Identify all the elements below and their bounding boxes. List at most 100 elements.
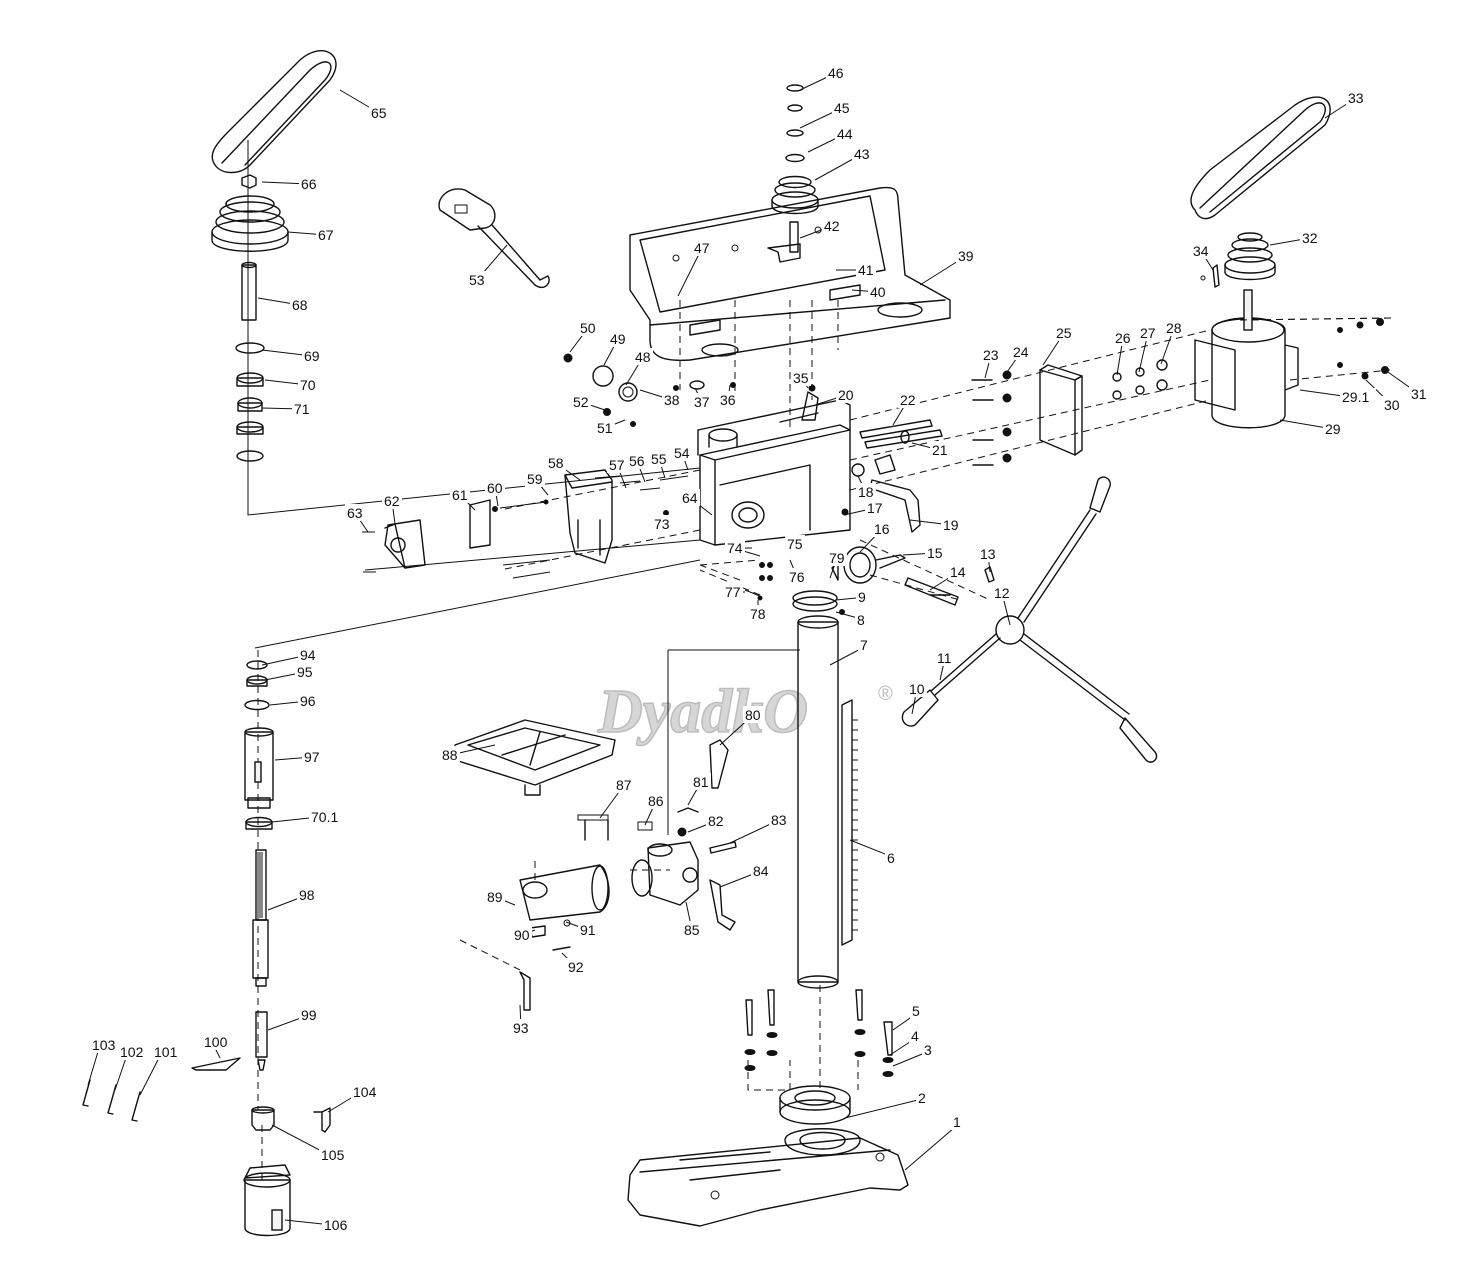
- label-bg-part-54: [672, 444, 692, 461]
- part-number-label-93: 93: [513, 1020, 529, 1036]
- label-bg-part-103: [90, 1036, 118, 1053]
- label-bg-part-57: [607, 456, 627, 473]
- label-bg-part-80: [743, 706, 763, 723]
- part-number-label-81: 81: [693, 774, 709, 790]
- label-bg-part-22: [898, 391, 918, 408]
- chuck-part-105: [251, 1106, 275, 1131]
- label-bg-part-42: [822, 217, 842, 234]
- part-number-label-12: 12: [994, 585, 1010, 601]
- part-number-label-82: 82: [708, 813, 724, 829]
- part-number-label-7: 7: [860, 637, 868, 653]
- label-bg-part-100: [202, 1033, 230, 1050]
- part-number-label-79: 79: [829, 550, 845, 566]
- part-number-label-41: 41: [858, 262, 874, 278]
- label-bg-part-55: [649, 450, 669, 467]
- label-bg-part-29: [1323, 420, 1343, 437]
- label-bg-part-27: [1138, 324, 1158, 341]
- part-number-label-43: 43: [854, 146, 870, 162]
- label-bg-part-59: [525, 470, 545, 487]
- quill-gear-parts-48-52: [563, 353, 638, 427]
- label-bg-part-2: [916, 1089, 928, 1106]
- label-bg-part-25: [1054, 324, 1074, 341]
- watermark-text: DyadkO: [597, 678, 808, 746]
- label-bg-part-68: [290, 296, 310, 313]
- label-bg-part-19: [941, 516, 961, 533]
- part-number-label-49: 49: [610, 331, 626, 347]
- part-number-label-44: 44: [837, 126, 853, 142]
- label-bg-part-23: [981, 346, 1001, 363]
- rack-ring-parts-8-9: [792, 590, 845, 615]
- part-number-label-32: 32: [1302, 230, 1318, 246]
- part-number-label-10: 10: [909, 681, 925, 697]
- label-bg-part-5: [910, 1002, 922, 1019]
- label-bg-part-4: [909, 1027, 921, 1044]
- label-bg-part-74: [725, 539, 745, 556]
- label-bg-part-58: [546, 454, 566, 471]
- label-bg-part-8: [855, 611, 867, 628]
- label-bg-part-96: [298, 692, 318, 709]
- label-bg-part-75: [785, 535, 805, 552]
- label-bg-part-97: [302, 748, 322, 765]
- part-number-label-80: 80: [745, 707, 761, 723]
- part-number-label-3: 3: [924, 1042, 932, 1058]
- label-bg-part-90: [512, 926, 532, 943]
- label-bg-part-51: [595, 419, 615, 436]
- label-bg-part-38: [662, 391, 682, 408]
- part-number-label-16: 16: [874, 521, 890, 537]
- assembly-lines: [247, 140, 1391, 1180]
- washer-parts-36-38: [673, 380, 816, 392]
- part-number-label-92: 92: [568, 959, 584, 975]
- part-number-label-76: 76: [789, 569, 805, 585]
- spindle-pulley-parts-66-67: [211, 174, 289, 252]
- part-number-label-36: 36: [720, 392, 736, 408]
- part-number-label-77: 77: [725, 584, 741, 600]
- depth-stop-parts-73-79: [663, 510, 839, 601]
- label-bg-part-1: [951, 1113, 963, 1130]
- label-bg-part-60: [485, 479, 505, 496]
- part-number-label-19: 19: [943, 517, 959, 533]
- part-number-label-9: 9: [858, 589, 866, 605]
- part-number-label-68: 68: [292, 297, 308, 313]
- label-bg-part-31: [1409, 385, 1429, 402]
- part-number-label-60: 60: [487, 480, 503, 496]
- part-number-label-24: 24: [1013, 344, 1029, 360]
- label-bg-part-89: [485, 888, 505, 905]
- label-bg-part-95: [295, 663, 315, 680]
- label-bg-part-36: [718, 391, 738, 408]
- part-number-label-71: 71: [294, 401, 310, 417]
- label-bg-part-79: [827, 549, 847, 566]
- label-bg-part-24: [1011, 343, 1031, 360]
- part-number-label-52: 52: [573, 394, 589, 410]
- base-bolts-parts-3-4-5: [744, 989, 894, 1077]
- chuck-guard-part-106: [243, 1164, 291, 1237]
- part-number-label-59: 59: [527, 471, 543, 487]
- worktable-part-88: [454, 719, 616, 796]
- part-number-label-29.1: 29.1: [1342, 389, 1369, 405]
- watermark-registered-mark: ®: [878, 683, 893, 705]
- part-number-label-62: 62: [384, 493, 400, 509]
- label-bg-part-70: [298, 376, 318, 393]
- label-bg-part-81: [691, 773, 711, 790]
- part-number-label-45: 45: [834, 100, 850, 116]
- part-number-label-17: 17: [867, 500, 883, 516]
- label-bg-part-85: [682, 921, 702, 938]
- part-number-label-27: 27: [1140, 325, 1156, 341]
- label-bg-part-64: [680, 489, 700, 506]
- part-number-label-69: 69: [304, 348, 320, 364]
- label-bg-part-56: [627, 452, 647, 469]
- motor-belt-part-33: [1190, 96, 1331, 220]
- part-number-label-33: 33: [1348, 90, 1364, 106]
- part-number-label-51: 51: [597, 420, 613, 436]
- part-number-label-106: 106: [324, 1217, 348, 1233]
- part-number-label-90: 90: [514, 927, 530, 943]
- part-number-label-57: 57: [609, 457, 625, 473]
- part-number-label-97: 97: [304, 749, 320, 765]
- part-number-label-28: 28: [1166, 320, 1182, 336]
- label-bg-part-45: [832, 99, 852, 116]
- part-number-label-31: 31: [1411, 386, 1427, 402]
- hex-keys-parts-101-103: [82, 1079, 141, 1122]
- label-bg-part-26: [1113, 329, 1133, 346]
- label-bg-part-47: [692, 239, 712, 256]
- part-number-label-55: 55: [651, 451, 667, 467]
